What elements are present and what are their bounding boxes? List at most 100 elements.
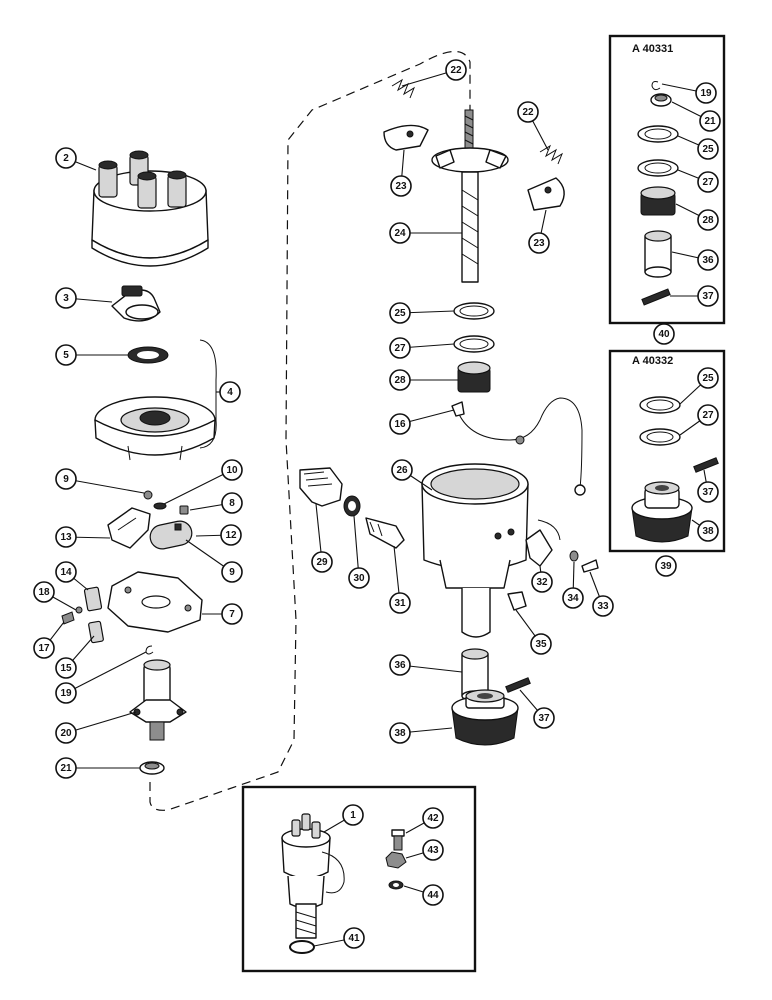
callout-35: 35 <box>530 633 552 655</box>
svg-text:37: 37 <box>702 291 714 302</box>
callout-14: 14 <box>55 561 77 583</box>
callout-28: 28 <box>389 369 411 391</box>
callout-36: 36 <box>389 654 411 676</box>
callout-10: 10 <box>221 459 243 481</box>
kit-number-39: 39 <box>655 555 677 577</box>
callout-37: 37 <box>533 707 555 729</box>
svg-text:41: 41 <box>348 933 360 944</box>
svg-text:34: 34 <box>567 593 579 604</box>
svg-text:27: 27 <box>702 410 714 421</box>
callout-38: 38 <box>697 520 719 542</box>
svg-text:35: 35 <box>535 639 547 650</box>
assembly-inset-box <box>241 785 477 973</box>
callout-32: 32 <box>531 571 553 593</box>
callout-27: 27 <box>389 337 411 359</box>
callout-19: 19 <box>695 82 717 104</box>
svg-text:22: 22 <box>450 65 462 76</box>
svg-text:10: 10 <box>226 465 238 476</box>
svg-text:38: 38 <box>394 728 406 739</box>
svg-text:37: 37 <box>538 713 550 724</box>
drive-gear <box>451 689 519 746</box>
kit-box-a40332-title: A 40332 <box>632 355 673 367</box>
svg-text:32: 32 <box>536 577 548 588</box>
callout-3: 3 <box>55 287 77 309</box>
callout-22: 22 <box>445 59 467 81</box>
svg-text:21: 21 <box>60 763 72 774</box>
callout-labels: 2354910812139141871715192021222322232425… <box>33 59 721 949</box>
callout-29: 29 <box>311 551 333 573</box>
svg-text:23: 23 <box>533 238 545 249</box>
fitting-35 <box>507 591 527 611</box>
svg-text:31: 31 <box>394 598 406 609</box>
clamp-bracket <box>525 519 599 573</box>
assembly-outline <box>149 50 471 811</box>
kit-number-40: 40 <box>653 323 675 345</box>
callout-30: 30 <box>348 567 370 589</box>
svg-text:43: 43 <box>427 845 439 856</box>
svg-text:44: 44 <box>427 890 439 901</box>
svg-text:1: 1 <box>350 810 356 821</box>
pin-37 <box>505 677 531 693</box>
svg-text:23: 23 <box>395 181 407 192</box>
svg-text:17: 17 <box>38 643 50 654</box>
callout-21: 21 <box>55 757 77 779</box>
callout-27: 27 <box>697 171 719 193</box>
callout-43: 43 <box>422 839 444 861</box>
svg-text:15: 15 <box>60 663 72 674</box>
callout-26: 26 <box>391 459 413 481</box>
callout-16: 16 <box>389 413 411 435</box>
snap-ring-left <box>145 645 154 655</box>
callout-41: 41 <box>343 927 365 949</box>
shaft-bearing-20 <box>129 659 187 741</box>
kit-a40331-parts <box>637 81 679 306</box>
svg-text:25: 25 <box>702 144 714 155</box>
oiler-assembly <box>299 467 405 549</box>
callout-25: 25 <box>389 302 411 324</box>
svg-text:18: 18 <box>38 587 50 598</box>
leader-20 <box>65 711 137 734</box>
svg-text:37: 37 <box>702 487 714 498</box>
callout-23: 23 <box>528 232 550 254</box>
svg-text:21: 21 <box>704 116 716 127</box>
callout-31: 31 <box>389 592 411 614</box>
callout-27: 27 <box>697 404 719 426</box>
svg-text:28: 28 <box>394 375 406 386</box>
kit-a40332-parts <box>631 396 719 543</box>
callout-42: 42 <box>422 807 444 829</box>
svg-text:8: 8 <box>229 498 235 509</box>
leader-9 <box>65 478 145 494</box>
washer-5 <box>127 346 169 364</box>
callout-12: 12 <box>220 524 242 546</box>
svg-text:29: 29 <box>316 557 328 568</box>
svg-text:27: 27 <box>702 177 714 188</box>
svg-text:38: 38 <box>702 526 714 537</box>
svg-text:28: 28 <box>702 215 714 226</box>
callout-38: 38 <box>389 722 411 744</box>
contact-set <box>107 490 193 550</box>
callout-21: 21 <box>699 110 721 132</box>
rotor <box>111 285 161 322</box>
mainshaft-24 <box>431 109 509 283</box>
callout-20: 20 <box>55 722 77 744</box>
callout-24: 24 <box>389 222 411 244</box>
svg-text:4: 4 <box>227 387 233 398</box>
svg-text:33: 33 <box>597 601 609 612</box>
svg-text:13: 13 <box>60 532 72 543</box>
callout-37: 37 <box>697 285 719 307</box>
callout-36: 36 <box>697 249 719 271</box>
leader-19 <box>65 651 147 694</box>
svg-text:14: 14 <box>60 567 72 578</box>
svg-text:9: 9 <box>229 567 235 578</box>
svg-text:36: 36 <box>702 255 714 266</box>
callout-18: 18 <box>33 581 55 603</box>
callout-37: 37 <box>697 481 719 503</box>
svg-text:12: 12 <box>225 530 237 541</box>
plug-21 <box>139 761 165 775</box>
svg-text:25: 25 <box>394 308 406 319</box>
callout-15: 15 <box>55 657 77 679</box>
svg-text:22: 22 <box>522 107 534 118</box>
weights-23 <box>383 124 565 211</box>
svg-text:26: 26 <box>396 465 408 476</box>
svg-text:19: 19 <box>700 88 712 99</box>
